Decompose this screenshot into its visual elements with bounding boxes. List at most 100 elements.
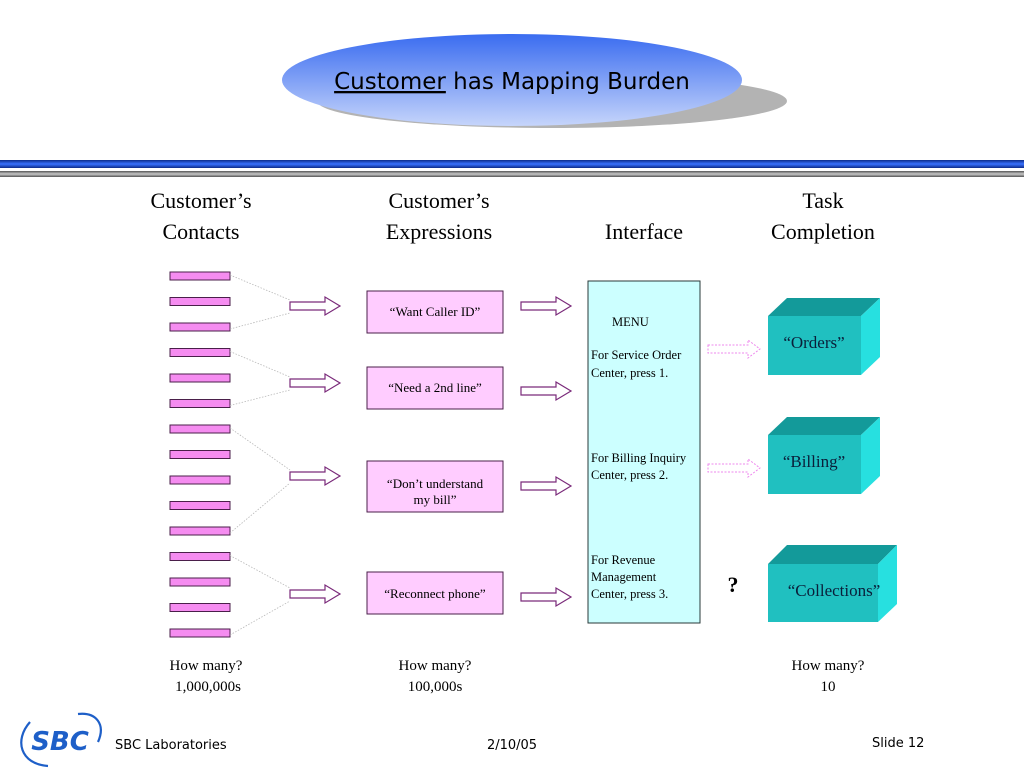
- cube-top: [768, 545, 897, 564]
- contact-to-expression-arrow: [289, 465, 342, 487]
- menu-option-3-line3: Center, press 3.: [591, 587, 668, 601]
- contact-bar: [169, 603, 231, 612]
- expression-to-interface-arrow: [520, 475, 573, 497]
- contact-bar: [169, 450, 231, 459]
- header-rule-gray: [0, 171, 1024, 177]
- funnel-line: [229, 555, 291, 589]
- funnel-line: [229, 389, 291, 406]
- contacts-count-value: 1,000,000s: [175, 679, 241, 695]
- expression-2: “Need a 2nd line”: [366, 366, 504, 410]
- task-cube-billing: “Billing”: [768, 417, 880, 494]
- interface-menu: MENU For Service Order Center, press 1. …: [587, 280, 701, 624]
- contact-bar: [169, 628, 231, 638]
- dotted-arrow-orders: [707, 339, 761, 359]
- title-banner: Customer has Mapping Burden: [282, 34, 787, 128]
- contact-bar: [169, 373, 231, 383]
- expression-box: [366, 290, 504, 334]
- contact-bar: [169, 501, 231, 510]
- expression-text: “Need a 2nd line”: [388, 380, 482, 395]
- contact-bar: [169, 552, 231, 561]
- cube-top: [768, 298, 880, 316]
- funnel-line: [229, 600, 291, 636]
- contact-bar: [169, 475, 231, 485]
- contact-to-expression-arrow: [289, 583, 342, 605]
- funnel-line: [229, 427, 291, 471]
- task-cube-orders: “Orders”: [768, 298, 880, 375]
- logo-swoosh-icon: [20, 721, 49, 768]
- expression-to-interface-arrow: [520, 380, 573, 402]
- task-label: “Orders”: [783, 333, 844, 352]
- funnel-line: [229, 312, 291, 330]
- cube-front: [768, 564, 878, 622]
- footer-date: 2/10/05: [487, 738, 537, 753]
- expression-text-line2: my bill”: [414, 492, 457, 507]
- expression-text: “Reconnect phone”: [384, 586, 486, 601]
- contact-bar: [169, 322, 231, 332]
- header-contacts-line1: Customer’s: [150, 188, 251, 213]
- expression-to-interface-arrow: [520, 295, 573, 317]
- contact-bar: [169, 424, 231, 434]
- tasks-count-question: How many?: [792, 658, 865, 674]
- menu-option-3-line2: Management: [591, 570, 657, 584]
- cube-side: [878, 545, 897, 622]
- contact-bar: [169, 271, 231, 281]
- header-completion-line2: Completion: [771, 219, 875, 244]
- funnel-line: [229, 351, 291, 378]
- expression-box: [366, 366, 504, 410]
- menu-option-1-line2: Center, press 1.: [591, 366, 668, 380]
- expressions-count-value: 100,000s: [408, 679, 463, 695]
- contacts-count-question: How many?: [170, 658, 243, 674]
- header-rule-blue: [0, 160, 1024, 168]
- contact-bar: [169, 297, 231, 306]
- cube-front: [768, 435, 861, 494]
- task-label: “Collections”: [788, 581, 881, 600]
- funnel-line: [229, 274, 291, 301]
- footer-organization: SBC Laboratories: [115, 738, 227, 753]
- contact-to-expression-arrow: [289, 372, 342, 394]
- tasks-count-value: 10: [821, 679, 836, 695]
- title-rest: has Mapping Burden: [446, 69, 690, 95]
- dotted-arrow-billing: [707, 458, 761, 478]
- interface-box: [587, 280, 701, 624]
- menu-option-2-line2: Center, press 2.: [591, 468, 668, 482]
- cube-side: [861, 417, 880, 494]
- cube-front: [768, 316, 861, 375]
- menu-heading: MENU: [612, 315, 649, 329]
- task-label: “Billing”: [783, 452, 845, 471]
- menu-option-1-line1: For Service Order: [591, 348, 682, 362]
- funnel-line: [229, 482, 291, 534]
- header-interface: Interface: [605, 219, 683, 244]
- expressions-count-question: How many?: [399, 658, 472, 674]
- menu-option-2-line1: For Billing Inquiry: [591, 451, 687, 465]
- expression-3: “Don’t understand my bill”: [366, 460, 504, 513]
- slide-title: Customer has Mapping Burden: [334, 69, 690, 95]
- contact-bar: [169, 577, 231, 587]
- expression-text: “Want Caller ID”: [390, 304, 481, 319]
- footer-slide-number: Slide 12: [872, 736, 924, 751]
- menu-to-task-arrows: [707, 339, 761, 478]
- header-completion-line1: Task: [802, 188, 843, 213]
- header-contacts-line2: Contacts: [163, 219, 240, 244]
- header-expressions-line2: Expressions: [386, 219, 492, 244]
- contact-bar: [169, 526, 231, 536]
- contact-bar: [169, 348, 231, 357]
- logo-text: SBC: [31, 727, 89, 757]
- sbc-logo: SBC: [20, 712, 102, 768]
- header-expressions-line1: Customer’s: [388, 188, 489, 213]
- expression-4: “Reconnect phone”: [366, 571, 504, 615]
- title-underlined-word: Customer: [334, 69, 446, 95]
- title-ellipse: [282, 34, 742, 126]
- expression-to-interface-arrow: [520, 586, 573, 608]
- cube-side: [861, 298, 880, 375]
- contact-to-expression-arrow: [289, 295, 342, 317]
- expression-box: [366, 460, 504, 513]
- unknown-mapping-mark: ?: [728, 572, 739, 597]
- expression-text-line1: “Don’t understand: [387, 476, 484, 491]
- menu-option-3-line1: For Revenue: [591, 553, 656, 567]
- cube-top: [768, 417, 880, 435]
- contact-bar: [169, 399, 231, 408]
- contact-to-expression-arrows: [289, 295, 573, 608]
- logo-swoosh-top-icon: [77, 712, 102, 743]
- expression-1: “Want Caller ID”: [366, 290, 504, 334]
